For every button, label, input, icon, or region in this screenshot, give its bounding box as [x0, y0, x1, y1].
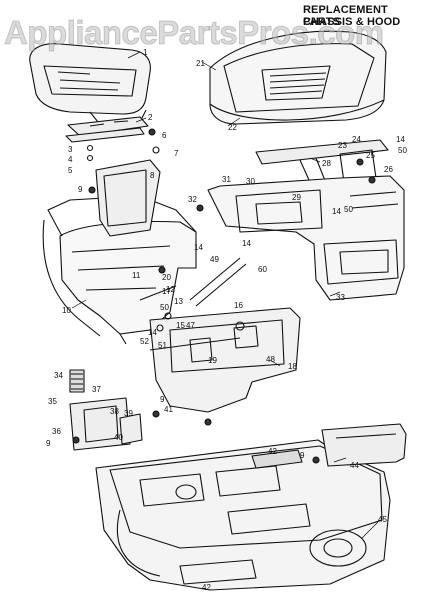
leader-lines [71, 51, 379, 539]
page-title-line2: CHASSIS & HOOD [303, 16, 401, 28]
hardware-fasteners [72, 128, 376, 464]
seat-bracket-part [65, 116, 149, 143]
callout-60: 60 [258, 265, 267, 274]
front-frame-part [207, 175, 405, 301]
callout-49: 49 [210, 255, 219, 264]
callout-35: 35 [48, 397, 57, 406]
callout-18: 18 [288, 362, 297, 371]
callout-14e: 14 [148, 328, 157, 337]
callout-45: 45 [378, 515, 387, 524]
linkage-rods [139, 257, 247, 351]
fender-body-part [42, 195, 197, 345]
callout-14b: 14 [332, 207, 341, 216]
callout-14d: 14 [242, 239, 251, 248]
callout-6: 6 [162, 131, 167, 140]
callout-13: 13 [174, 297, 183, 306]
callout-2: 2 [148, 113, 153, 122]
callout-30: 30 [246, 177, 255, 186]
callout-3: 3 [68, 145, 73, 154]
callout-24: 24 [352, 135, 361, 144]
shift-plate-part [149, 307, 301, 413]
callout-14a: 14 [396, 135, 405, 144]
callout-15: 15 [176, 321, 185, 330]
callout-48: 48 [266, 355, 275, 364]
callout-9c: 9 [46, 439, 51, 448]
callout-47: 47 [186, 321, 195, 330]
callout-36: 36 [52, 427, 61, 436]
callout-42b: 42 [202, 583, 211, 592]
bracket-44-part [321, 423, 407, 467]
callout-14c: 14 [194, 243, 203, 252]
callout-52: 52 [140, 337, 149, 346]
callout-16: 16 [234, 301, 243, 310]
callout-23: 23 [338, 141, 347, 150]
callout-25: 25 [366, 151, 375, 160]
callout-50a: 50 [398, 146, 407, 155]
callout-40: 40 [114, 433, 123, 442]
callout-22: 22 [228, 123, 237, 132]
callout-9b: 9 [160, 395, 165, 404]
callout-4: 4 [68, 155, 73, 164]
footpad-42-part [251, 449, 303, 469]
callout-39: 39 [124, 409, 133, 418]
callout-42a: 42 [268, 447, 277, 456]
callout-44: 44 [350, 461, 359, 470]
callout-51: 51 [158, 341, 167, 350]
callout-10: 10 [62, 306, 71, 315]
callout-28: 28 [322, 159, 331, 168]
bracket-40-part [119, 413, 143, 445]
callout-17: 17 [162, 287, 171, 296]
console-part [95, 159, 161, 237]
callout-12: 12 [166, 285, 175, 294]
callout-19: 19 [208, 356, 217, 365]
callout-20: 20 [162, 273, 171, 282]
callout-7: 7 [174, 149, 179, 158]
hood-part [209, 30, 387, 125]
callout-11: 11 [132, 271, 141, 280]
callout-37: 37 [92, 385, 101, 394]
callout-9d: 9 [300, 451, 305, 460]
callout-50b: 50 [344, 205, 353, 214]
callout-labels: 1 2 3 4 5 6 7 8 9 10 11 12 13 14 14 14 1… [46, 48, 407, 592]
callout-33: 33 [336, 293, 345, 302]
callout-26: 26 [384, 165, 393, 174]
callout-9: 9 [78, 185, 83, 194]
callout-50c: 50 [160, 303, 169, 312]
callout-21: 21 [196, 59, 205, 68]
callout-34: 34 [54, 371, 63, 380]
seat-part [29, 43, 151, 123]
callout-31: 31 [222, 175, 231, 184]
callout-8: 8 [150, 171, 155, 180]
page-title-line1: REPLACEMENT PARTS [303, 4, 388, 28]
callout-32: 32 [188, 195, 197, 204]
callout-1: 1 [143, 48, 148, 57]
callout-38: 38 [110, 407, 119, 416]
left-bracket-part [69, 369, 131, 451]
callout-5: 5 [68, 166, 73, 175]
callout-41: 41 [164, 405, 173, 414]
callout-29: 29 [292, 193, 301, 202]
